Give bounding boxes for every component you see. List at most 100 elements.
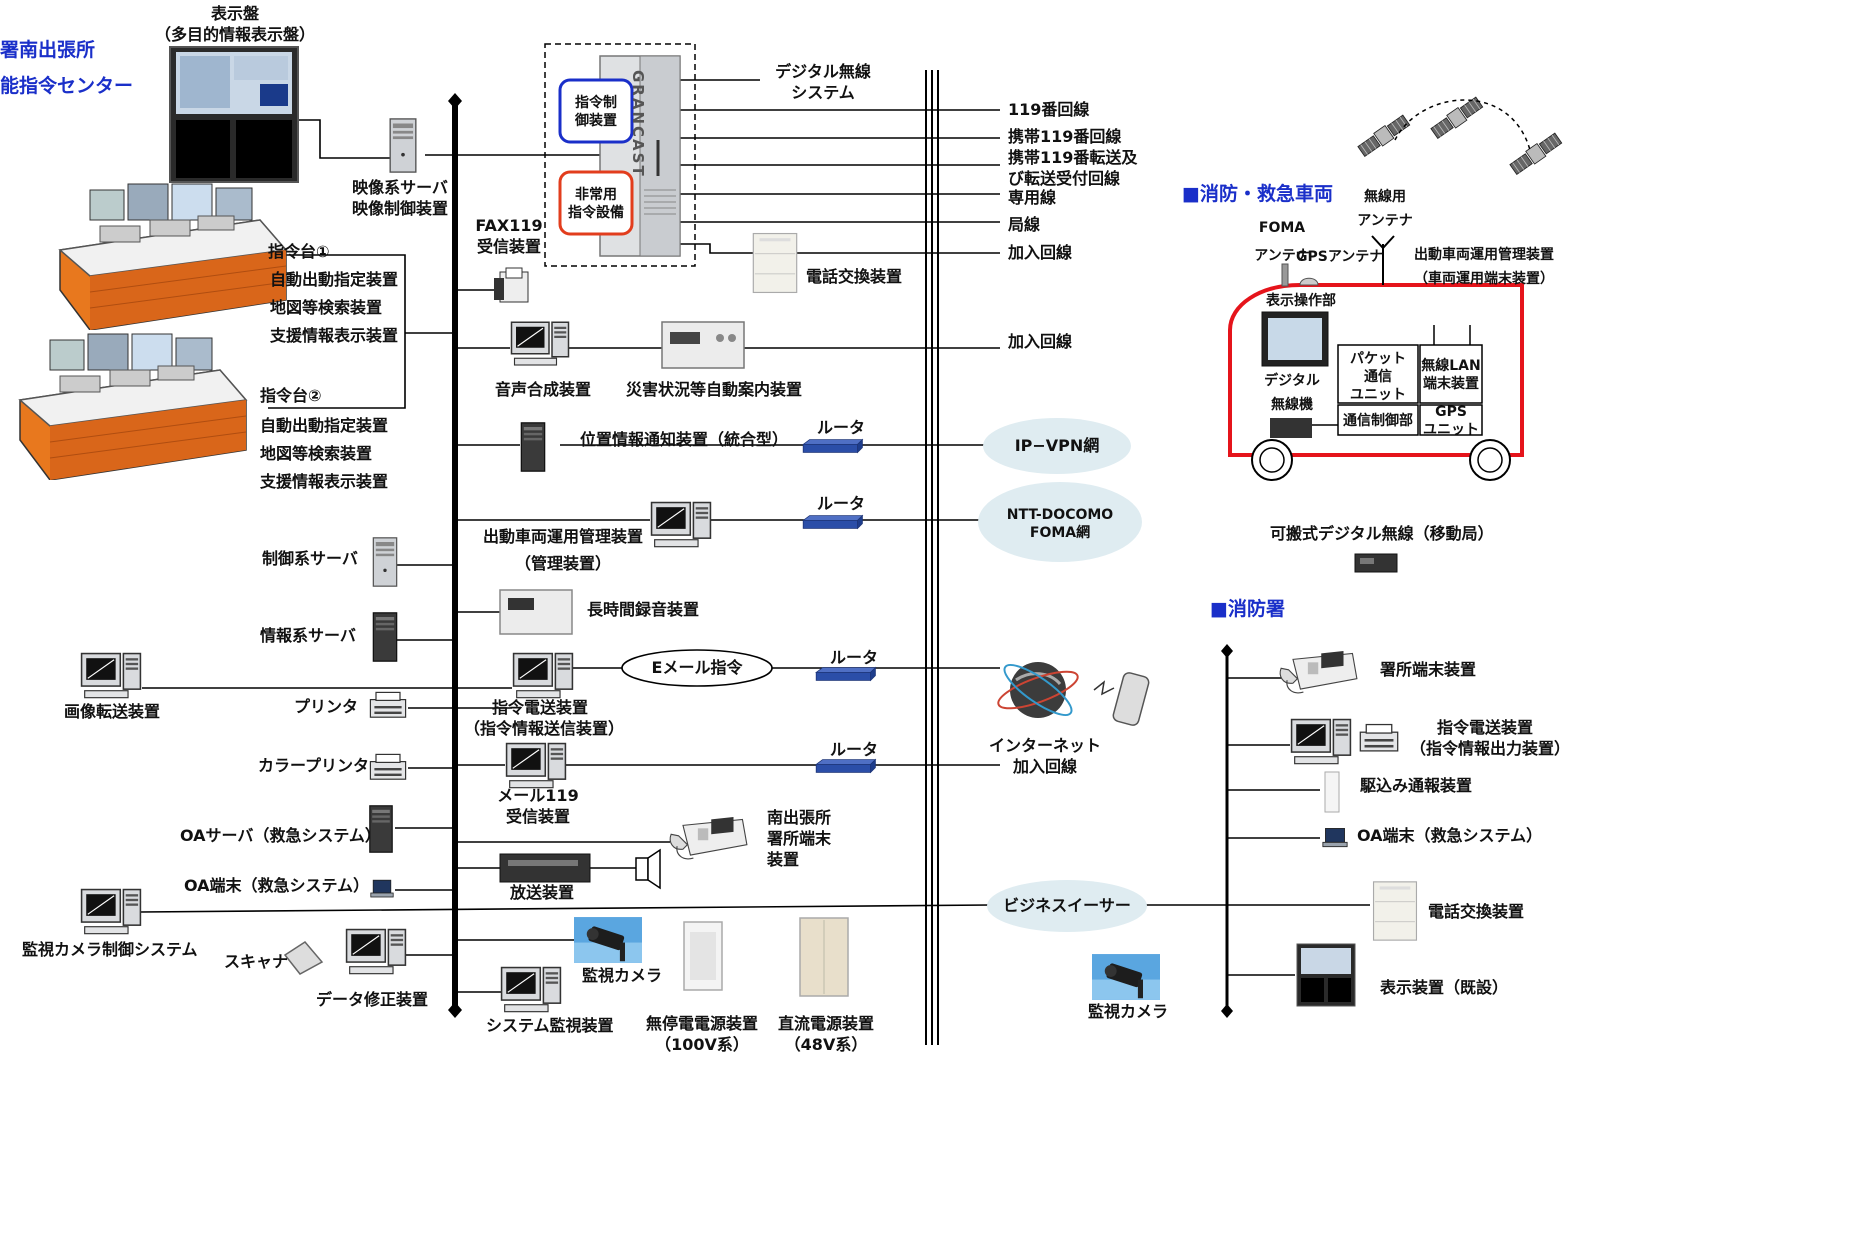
video-server-icon	[390, 119, 416, 172]
line-subscriber-2: 加入回線	[1008, 332, 1072, 353]
line-dedicated: 専用線	[1008, 188, 1056, 209]
line-local: 局線	[1008, 215, 1040, 236]
printer-label: プリンタ	[294, 697, 358, 718]
office-title: 署南出張所	[0, 38, 95, 63]
speaker-icon	[636, 850, 660, 888]
line-subscriber: 加入回線	[1008, 243, 1072, 264]
portable-radio-label: 可搬式デジタル無線（移動局）	[1270, 524, 1494, 545]
station-pbx-icon	[1374, 882, 1417, 940]
dc-power-label: 直流電源装置（48V系）	[772, 1014, 880, 1056]
satellite1-icon	[1357, 114, 1411, 158]
console1-item: 地図等検索装置	[270, 298, 382, 319]
comm-ctrl-label: 通信制御部	[1338, 412, 1418, 430]
scanner-label: スキャナ	[224, 952, 288, 973]
router4-icon	[816, 760, 875, 773]
router-label: ルータ	[817, 494, 865, 515]
data-fix-label: データ修正装置	[316, 990, 428, 1011]
control-server-label: 制御系サーバ	[262, 549, 358, 570]
station-terminal-icon	[1280, 651, 1357, 693]
email-dispatch-label: Eメール指令	[622, 658, 772, 679]
router3-icon	[816, 668, 875, 681]
disaster-guide-icon	[662, 322, 744, 368]
console2-item: 支援情報表示装置	[260, 472, 388, 493]
station-dispatch-pc-icon	[1292, 720, 1351, 764]
packet-unit-label: パケット通信ユニット	[1338, 350, 1418, 405]
dispatch-tx-label: 指令電送装置（指令情報送信装置）	[464, 698, 616, 740]
station-dispatch-printer-icon	[1360, 725, 1397, 751]
broadcast-label: 放送装置	[510, 883, 574, 904]
line-transfer: 携帯119番転送及び転送受付回線	[1008, 148, 1137, 190]
rush-in-icon	[1325, 772, 1339, 812]
image-transfer-icon	[82, 654, 141, 698]
router-label: ルータ	[830, 740, 878, 761]
pbx-icon	[753, 234, 796, 293]
south-terminal-icon	[670, 817, 747, 859]
globe-icon	[994, 657, 1081, 723]
console1-image	[60, 184, 286, 330]
grancast-brand: GRANCAST	[628, 70, 648, 178]
console1-title: 指令台①	[268, 242, 330, 263]
console2-image	[20, 334, 246, 480]
control-device-label: 指令制御装置	[560, 94, 632, 130]
console1-item: 支援情報表示装置	[270, 326, 398, 347]
router-label: ルータ	[830, 648, 878, 669]
south-terminal-label: 南出張所署所端末装置	[767, 808, 831, 870]
printer-icon	[370, 692, 405, 717]
line-mobile119: 携帯119番回線	[1008, 127, 1121, 148]
sys-monitor-icon	[502, 968, 561, 1012]
vehicle-mgmt-label: 出動車両運用管理装置（管理装置）	[478, 527, 648, 575]
vehicle-mgmt-terminal-label: 出動車両運用管理装置（車両運用端末装置）	[1412, 244, 1556, 292]
console2-item: 地図等検索装置	[260, 444, 372, 465]
radio-antenna-label: 無線用アンテナ	[1352, 186, 1418, 234]
station-dispatch-label: 指令電送装置（指令情報出力装置）	[1410, 718, 1560, 760]
color-printer-icon	[370, 754, 405, 779]
console1-item: 自動出動指定装置	[270, 270, 398, 291]
camera-ctrl-label: 監視カメラ制御システム	[22, 940, 198, 961]
dc-power-icon	[800, 918, 848, 996]
mail119-label: メール119受信装置	[486, 786, 590, 828]
display-board-image	[170, 47, 298, 182]
info-server-icon	[373, 613, 396, 661]
router2-icon	[803, 516, 862, 529]
ipvpn-label: IP−VPN網	[983, 436, 1131, 457]
scanner-icon	[285, 942, 322, 974]
oa-terminal-label: OA端末（救急システム）	[184, 876, 369, 897]
docomo-label: NTT-DOCOMOFOMA網	[978, 506, 1142, 542]
voice-synth-icon	[512, 322, 569, 365]
vehicle-title: ■消防・救急車両	[1182, 182, 1333, 207]
oa-terminal-icon	[371, 880, 393, 897]
satellite3-icon	[1509, 132, 1563, 176]
digital-radio-label: デジタル無線機	[1258, 370, 1326, 418]
disaster-guide-label: 災害状況等自動案内装置	[626, 380, 802, 401]
info-server-label: 情報系サーバ	[260, 626, 356, 647]
ups-icon	[684, 922, 722, 990]
mobile-phone-icon	[1094, 671, 1150, 726]
ups-label: 無停電電源装置（100V系）	[640, 1014, 764, 1056]
control-server-icon	[373, 538, 396, 586]
position-notify-label: 位置情報通知装置（統合型）	[580, 430, 788, 451]
station-display-label: 表示装置（既設）	[1380, 978, 1508, 999]
video-server-label: 映像系サーバ映像制御装置	[325, 178, 475, 220]
display-board-label: 表示盤（多目的情報表示盤）	[150, 4, 320, 46]
oa-server-label: OAサーバ（救急システム）	[180, 826, 381, 847]
long-recorder-icon	[500, 590, 572, 634]
voice-synth-label: 音声合成装置	[495, 380, 591, 401]
color-printer-label: カラープリンタ	[258, 756, 369, 777]
portable-radio-icon	[1355, 554, 1397, 572]
camera-label: 監視カメラ	[582, 966, 662, 987]
console2-item: 自動出動指定装置	[260, 416, 388, 437]
internet-label: インターネット加入回線	[982, 736, 1108, 778]
line-119: 119番回線	[1008, 100, 1089, 121]
router1-icon	[803, 440, 862, 453]
station-pbx-label: 電話交換装置	[1428, 902, 1524, 923]
trunk-bundle	[926, 70, 938, 1045]
camera-icon	[574, 917, 642, 963]
console2-title: 指令台②	[260, 386, 322, 407]
gps-antenna-label: GPSアンテナ	[1296, 248, 1383, 266]
station-terminal-label: 署所端末装置	[1380, 660, 1476, 681]
sys-monitor-label: システム監視装置	[486, 1016, 614, 1037]
broadcast-icon	[500, 854, 590, 882]
